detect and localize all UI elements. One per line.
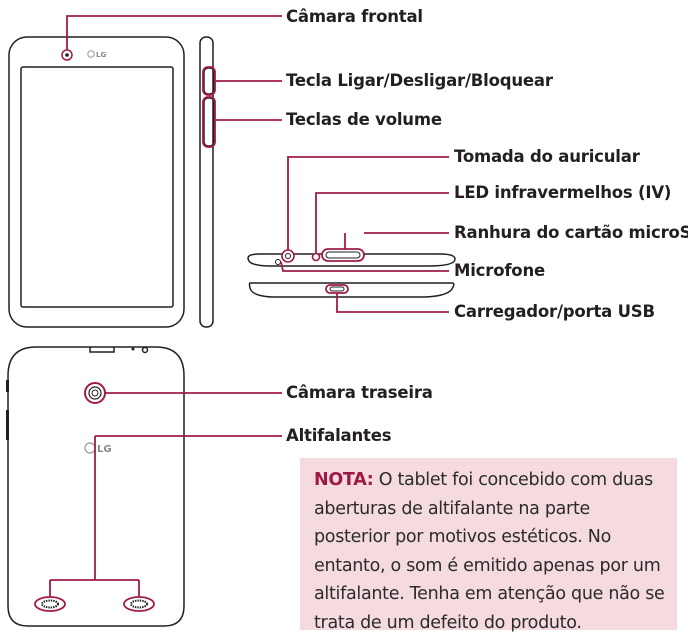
leader-headset-jack <box>287 156 449 250</box>
microsd-slot-icon <box>321 248 365 262</box>
tablet-back-view <box>7 346 185 627</box>
label-volume-keys: Teclas de volume <box>286 110 442 129</box>
label-microsd-slot: Ranhura do cartão microSD <box>454 223 688 242</box>
leader-usb <box>336 293 449 313</box>
back-side-buttons <box>6 380 9 440</box>
svg-text:LG: LG <box>96 51 106 59</box>
leader-lines <box>49 15 449 597</box>
speaker-right-icon <box>123 596 155 612</box>
note-label: NOTA: <box>314 470 374 490</box>
note-box: NOTA: O tablet foi concebido com duas ab… <box>300 458 677 633</box>
usb-port-icon <box>325 284 349 294</box>
svg-text:LG: LG <box>97 444 112 455</box>
rear-camera-icon <box>84 382 106 404</box>
headset-jack-icon <box>281 249 295 263</box>
tablet-side-view <box>199 36 215 328</box>
note-text: O tablet foi concebido com duas abertura… <box>314 470 665 633</box>
lg-logo-back: LG <box>84 442 112 455</box>
leader-microphone <box>280 261 449 272</box>
front-camera-icon <box>61 49 73 61</box>
tablet-bottom-edge <box>248 282 455 298</box>
label-headset-jack: Tomada do auricular <box>454 147 640 166</box>
label-speakers: Altifalantes <box>286 426 392 445</box>
label-usb-port: Carregador/porta USB <box>454 302 655 321</box>
label-microphone: Microfone <box>454 261 545 280</box>
speaker-left-icon <box>34 596 66 612</box>
leader-ir-led <box>315 192 449 253</box>
microphone-icon <box>275 259 281 265</box>
leader-front-camera <box>66 15 282 50</box>
label-front-camera: Câmara frontal <box>286 7 423 26</box>
lg-logo-front: LG <box>87 50 106 59</box>
label-rear-camera: Câmara traseira <box>286 383 433 402</box>
ir-led-icon <box>311 252 321 262</box>
label-ir-led: LED infravermelhos (IV) <box>454 183 672 202</box>
tablet-front-view <box>8 36 185 328</box>
volume-keys-highlight <box>202 96 216 148</box>
label-power-key: Tecla Ligar/Desligar/Bloquear <box>286 71 553 90</box>
